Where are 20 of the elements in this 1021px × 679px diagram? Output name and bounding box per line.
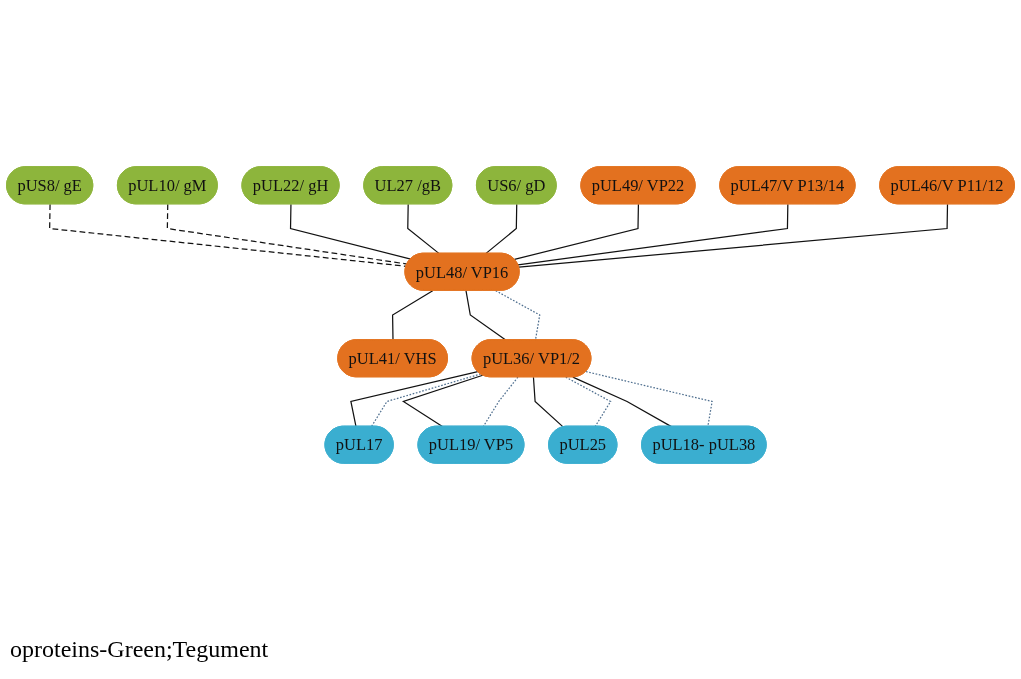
connector <box>482 376 519 428</box>
connector <box>370 373 482 428</box>
connector <box>517 203 789 266</box>
connector <box>289 203 412 260</box>
connector <box>485 203 518 255</box>
connector <box>572 376 672 428</box>
connector <box>532 376 564 428</box>
connector <box>585 371 713 428</box>
connector <box>495 290 541 341</box>
connector <box>513 203 640 260</box>
note-text: oproteins-Green;Tegument <box>10 636 269 663</box>
connector <box>565 376 612 428</box>
connector <box>391 290 434 341</box>
connector <box>465 290 507 341</box>
connector <box>49 203 407 267</box>
connector <box>407 203 440 255</box>
connector <box>350 371 479 428</box>
connector <box>166 203 408 265</box>
connector <box>401 374 484 428</box>
connector <box>518 203 949 268</box>
